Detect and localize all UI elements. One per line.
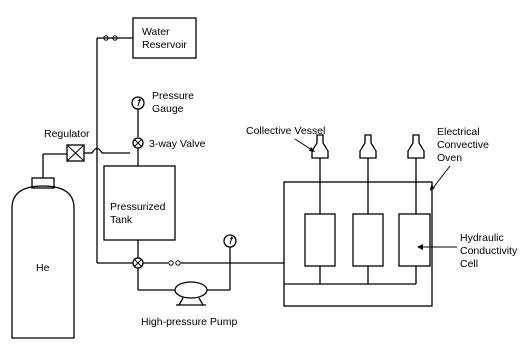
cell-label-3: Cell <box>460 258 478 270</box>
regulator-label: Regulator <box>44 128 90 140</box>
oven-label-2: Convective <box>437 139 489 151</box>
pressurized-tank-label-2: Tank <box>110 214 133 226</box>
pump-label: High-pressure Pump <box>141 316 237 328</box>
collective-vessel-1 <box>311 134 329 159</box>
collective-vessel-label: Collective Vessel <box>246 125 325 137</box>
pressure-gauge: Pressure Gauge <box>131 90 194 115</box>
helium-cylinder: He <box>11 177 75 339</box>
cell-label-1: Hydraulic <box>460 232 504 244</box>
pressure-gauge-label-1: Pressure <box>152 90 194 102</box>
oven-label-1: Electrical <box>437 126 480 138</box>
pressurized-tank-label-1: Pressurized <box>110 201 166 213</box>
bottom-valve <box>132 257 144 269</box>
conductivity-cell-3 <box>398 213 431 267</box>
he-label: He <box>36 262 50 274</box>
regulator: Regulator <box>42 128 90 178</box>
three-way-valve: 3-way Valve <box>132 137 206 150</box>
water-reservoir-label-2: Reservoir <box>142 39 187 51</box>
pressure-gauge-label-2: Gauge <box>152 103 184 115</box>
convective-oven: Electrical Convective Oven <box>283 126 489 307</box>
high-pressure-pump: High-pressure Pump <box>141 281 237 328</box>
outlet-pressure-gauge <box>223 234 237 248</box>
reservoir-valve <box>103 35 118 41</box>
pressurized-tank: Pressurized Tank <box>103 165 176 241</box>
water-reservoir-label-1: Water <box>142 26 170 38</box>
cell-label-2: Conductivity <box>460 245 518 257</box>
water-reservoir: Water Reservoir <box>132 17 197 59</box>
collective-vessel-2 <box>359 134 377 159</box>
three-way-valve-label: 3-way Valve <box>149 138 206 150</box>
oven-label-3: Oven <box>437 152 462 164</box>
conductivity-cell-1 <box>304 213 336 267</box>
pump-valve <box>168 260 181 266</box>
collective-vessel-3 <box>407 134 425 159</box>
conductivity-cell-2 <box>352 213 384 267</box>
